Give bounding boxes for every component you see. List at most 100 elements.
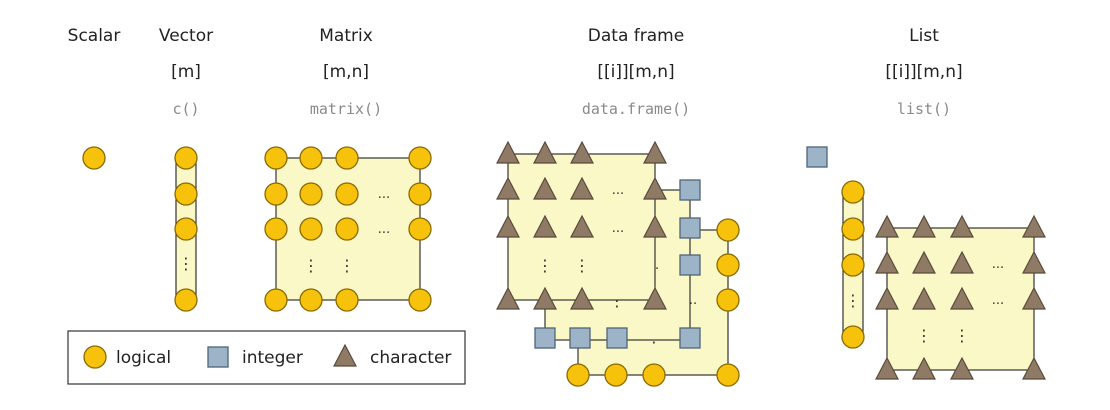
character-triangle [496,176,520,200]
matrix-title: Matrix [319,26,373,46]
character-triangle [533,176,557,200]
vector-function: c() [172,100,200,118]
logical-circle [841,217,865,241]
character-triangle [875,214,899,238]
vdots-text: ⋮ [916,326,932,345]
logical-circle [716,253,740,277]
character-triangle [875,286,899,310]
character-triangle [533,214,557,238]
vector-group: ⋮ [174,146,198,312]
legend-character-label: character [370,348,451,368]
ellipsis-text: ... [378,222,390,237]
legend-logical-label: logical [116,348,171,368]
character-triangle [950,286,974,310]
logical-circle [408,182,432,206]
logical-circle [174,146,198,170]
logical-circle [264,288,288,312]
character-triangle [496,286,520,310]
logical-circle [716,218,740,242]
integer-square [534,327,556,349]
list-title: List [909,26,939,46]
scalar-title: Scalar [67,26,121,46]
logical-circle [841,253,865,277]
matrix-group: ...... ⋮ ⋮ [264,146,432,312]
logical-circle [299,146,323,170]
character-triangle [950,356,974,380]
integer-square [569,327,591,349]
logical-circle [566,363,590,387]
logical-circle [299,182,323,206]
character-triangle [333,343,357,367]
character-triangle [1022,250,1046,274]
list-group: ⋮......⋮⋮ [806,146,1046,380]
character-triangle [570,214,594,238]
logical-circle [174,288,198,312]
logical-circle [604,363,628,387]
character-triangle [643,214,667,238]
logical-circle [264,217,288,241]
dataframe-group: ......⋮⋮......⋮⋮......⋮⋮ [496,140,740,387]
character-triangle [570,286,594,310]
legend-box [67,330,466,385]
integer-square [679,254,701,276]
character-triangle [533,286,557,310]
integer-square [679,217,701,239]
character-triangle [496,140,520,164]
integer-square [806,146,828,168]
ellipsis-text: ... [992,257,1004,272]
logical-circle [264,182,288,206]
character-triangle [912,250,936,274]
logical-circle [83,345,107,369]
list-function: list() [896,100,952,118]
character-triangle [570,140,594,164]
logical-circle [408,288,432,312]
logical-circle [299,217,323,241]
integer-square [606,327,628,349]
character-triangle [643,176,667,200]
logical-circle [841,180,865,204]
vdots-text: ⋮ [845,291,861,310]
vdots-text: ⋮ [339,256,355,275]
ellipsis-text: ... [378,187,390,202]
vdots-text: ⋮ [574,256,590,275]
logical-circle [299,288,323,312]
matrix-function: matrix() [309,100,383,118]
character-triangle [912,214,936,238]
character-triangle [875,250,899,274]
character-triangle [912,286,936,310]
integer-square [207,346,229,368]
logical-circle [82,146,106,170]
ellipsis-text: ... [612,221,624,236]
dataframe-function: data.frame() [581,100,691,118]
character-triangle [1022,356,1046,380]
list-index: [[i]][m,n] [885,62,963,82]
character-triangle [912,356,936,380]
integer-square [679,327,701,349]
character-triangle [643,286,667,310]
legend: logical integer character [67,330,466,385]
vdots-text: ⋮ [537,256,553,275]
vdots-text: ⋮ [303,256,319,275]
logical-circle [174,217,198,241]
character-triangle [950,214,974,238]
vector-index: [m] [171,62,201,82]
logical-circle [264,146,288,170]
character-triangle [643,140,667,164]
matrix-index: [m,n] [322,62,370,82]
integer-square [679,179,701,201]
logical-circle [335,288,359,312]
character-triangle [1022,286,1046,310]
ellipsis-text: ... [612,183,624,198]
vdots-text: ⋮ [178,254,194,273]
logical-circle [335,182,359,206]
legend-integer-label: integer [242,348,303,368]
character-triangle [950,250,974,274]
character-triangle [496,214,520,238]
logical-circle [174,182,198,206]
character-triangle [875,356,899,380]
dataframe-index: [[i]][m,n] [597,62,675,82]
character-triangle [570,176,594,200]
vdots-text: ⋮ [954,326,970,345]
scalar-group [82,146,106,170]
